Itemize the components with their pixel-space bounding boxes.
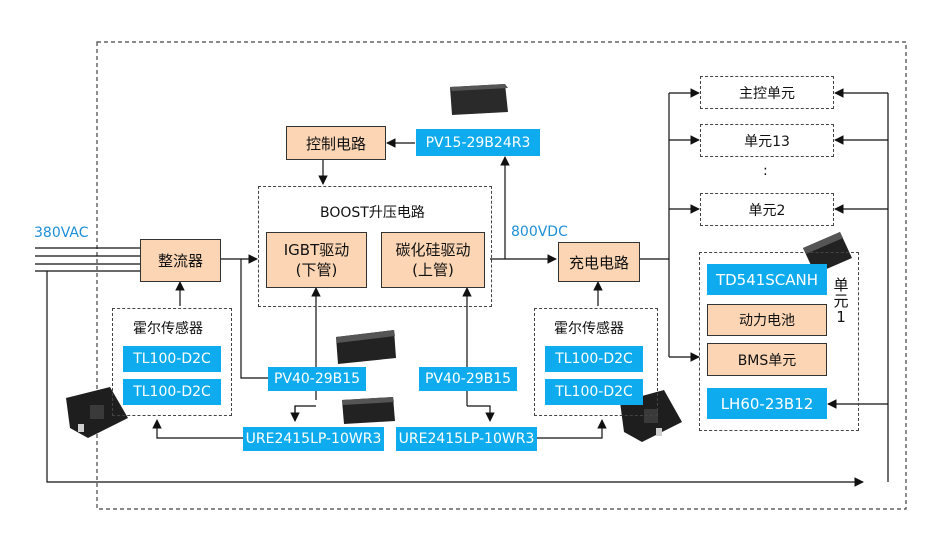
ure-left-module-label: URE2415LP-10WR3 — [243, 427, 384, 451]
ure-left-bracket — [294, 405, 316, 421]
control-circuit-block: 控制电路 — [286, 126, 386, 160]
ure-right-to-hall — [537, 419, 607, 439]
unit-1-char-2: 元 — [833, 292, 849, 310]
hall-right-module-1: TL100-D2C — [545, 346, 643, 372]
dcdc-module-ure — [342, 397, 395, 424]
unit-1-group — [699, 252, 859, 431]
hall-sensor-left-title: 霍尔传感器 — [133, 321, 203, 337]
hall-sensor-group-right — [534, 308, 658, 416]
ure-right-module-label: URE2415LP-10WR3 — [396, 427, 537, 451]
charging-circuit-block: 充电电路 — [558, 242, 640, 282]
hall-left-module-2: TL100-D2C — [123, 379, 221, 405]
bms-unit-block: BMS单元 — [707, 343, 827, 376]
unit-2: 单元2 — [700, 193, 834, 226]
unit-ellipsis: : — [763, 163, 768, 179]
dcdc-module-pv40 — [336, 330, 396, 364]
igbt-driver-label: IGBT驱动 — [283, 241, 350, 259]
lh60-module-label: LH60-23B12 — [707, 388, 827, 419]
hall-sensor-right-title: 霍尔传感器 — [554, 321, 624, 337]
battery-block: 动力电池 — [707, 304, 827, 336]
sic-driver-block: 碳化硅驱动 (上管) — [381, 232, 485, 288]
unit-13: 单元13 — [700, 124, 834, 157]
unit-1-label: 单 元 1 — [833, 277, 849, 325]
hall-sensor-group-left — [112, 308, 232, 416]
ure-left-to-hall — [152, 419, 246, 439]
td541-module-label: TD541SCANH — [707, 264, 827, 295]
igbt-driver-sub: (下管) — [295, 261, 338, 279]
ure-right-bracket — [467, 405, 495, 422]
rectifier-block: 整流器 — [140, 239, 221, 282]
rect-to-pv-left — [240, 259, 268, 379]
sic-driver-label: 碳化硅驱动 — [395, 241, 471, 259]
outer-dashed-border — [96, 41, 907, 510]
boost-circuit-group — [258, 186, 492, 307]
hall-left-module-1: TL100-D2C — [123, 346, 221, 372]
dc-voltage-label: 800VDC — [511, 224, 568, 240]
unit-1-char-1: 单 — [833, 276, 849, 294]
pv40-right-module-label: PV40-29B15 — [419, 367, 517, 391]
dcdc-module-pv15 — [450, 84, 508, 115]
input-voltage-label: 380VAC — [34, 225, 89, 241]
boost-circuit-title: BOOST升压电路 — [320, 205, 425, 221]
hall-right-module-2: TL100-D2C — [545, 379, 643, 405]
ac-bottom-line — [46, 271, 864, 487]
pv15-module-label: PV15-29B24R3 — [416, 129, 540, 156]
pv40-left-module-label: PV40-29B15 — [268, 367, 366, 391]
main-control-unit: 主控单元 — [700, 76, 834, 109]
unit-1-char-3: 1 — [836, 308, 846, 326]
dcdc-module-td541 — [803, 232, 852, 274]
sic-driver-sub: (上管) — [412, 261, 454, 279]
igbt-driver-block: IGBT驱动 (下管) — [266, 232, 367, 288]
